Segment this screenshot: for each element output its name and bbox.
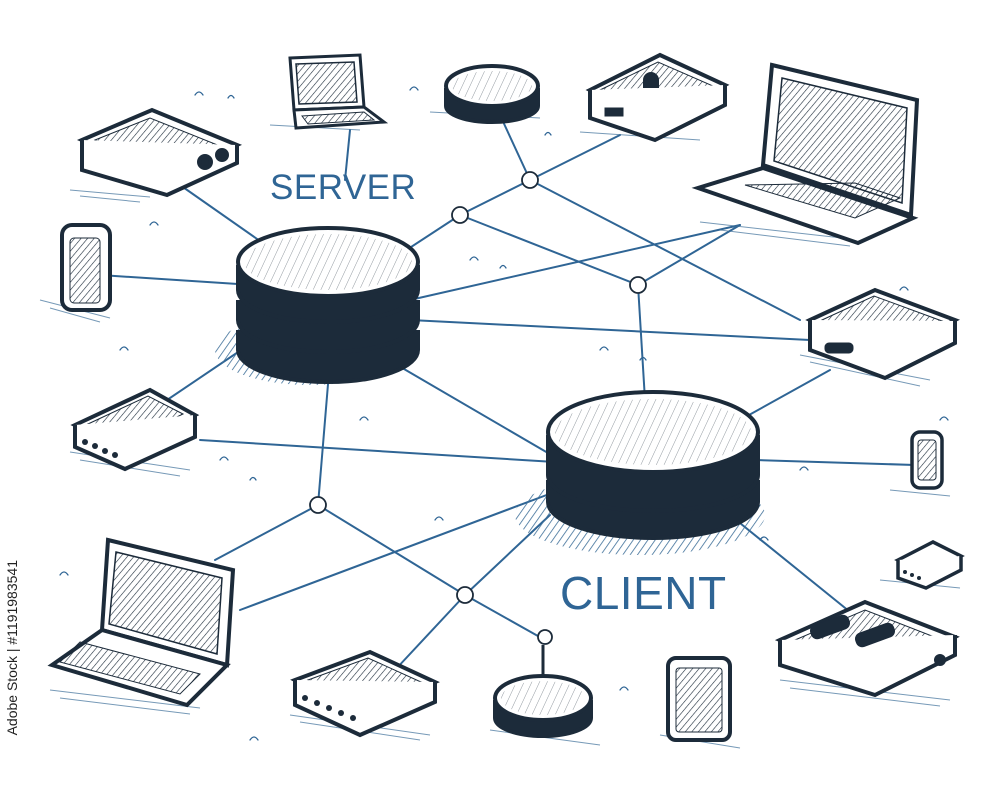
network-switch <box>290 649 440 738</box>
external-drive <box>585 52 730 143</box>
stock-watermark: Adobe Stock | #1191983541 <box>4 560 20 736</box>
disc-hub <box>493 645 593 738</box>
laptop <box>288 53 389 130</box>
junction-dot <box>629 276 647 294</box>
junction-dot <box>521 171 539 189</box>
usb-stick <box>910 430 944 490</box>
sketch-marks <box>59 86 949 741</box>
laptop <box>691 62 920 246</box>
junction-dot <box>456 586 474 604</box>
laptop <box>47 537 236 708</box>
junction-dots <box>309 171 647 645</box>
junction-dot <box>537 629 553 645</box>
network-switch <box>774 599 960 698</box>
connection-lines <box>99 114 916 671</box>
disc-hub <box>444 64 540 124</box>
router <box>76 107 243 198</box>
client-database <box>515 390 765 555</box>
client-label: CLIENT <box>560 567 727 619</box>
junction-dot <box>451 206 469 224</box>
small-box <box>894 540 965 590</box>
external-drive <box>666 656 732 742</box>
hard-drive <box>805 287 960 381</box>
usb-stick <box>60 223 112 312</box>
junction-dot <box>309 496 327 514</box>
network-switch <box>70 387 200 472</box>
server-database <box>215 226 420 385</box>
server-label: SERVER <box>270 168 417 207</box>
